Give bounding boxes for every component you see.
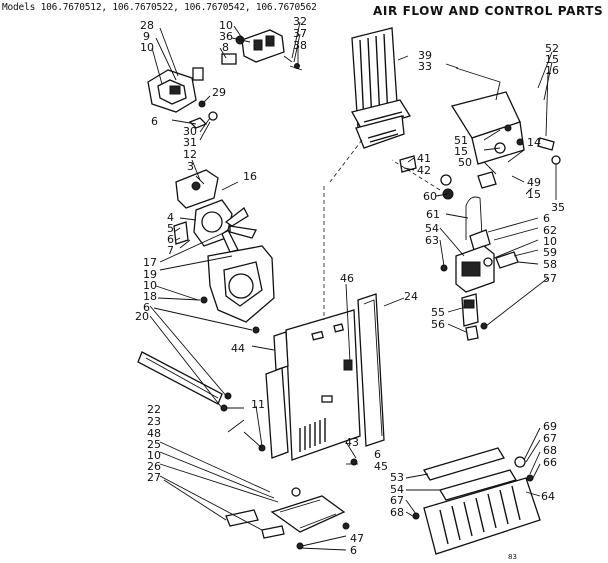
callout-58: 58 — [543, 258, 557, 271]
page-title: AIR FLOW AND CONTROL PARTS — [373, 4, 604, 18]
callout-50: 50 — [458, 156, 472, 169]
callout-17: 17 — [143, 256, 157, 269]
callout-68: 68 — [543, 444, 557, 457]
callout-64: 64 — [541, 490, 555, 503]
callout-37: 37 — [293, 27, 307, 40]
callout-49: 49 — [527, 176, 541, 189]
callout-57: 57 — [543, 272, 557, 285]
callout-30: 30 — [183, 125, 197, 138]
callout-33: 33 — [418, 60, 432, 73]
callout-15b: 15 — [454, 145, 468, 158]
callout-10b: 10 — [219, 19, 233, 32]
callout-25: 25 — [147, 438, 161, 451]
callout-67b: 67 — [390, 494, 404, 507]
callout-6f: 6 — [350, 544, 357, 557]
callout-8: 8 — [222, 41, 229, 54]
dashed-connectors — [323, 139, 441, 320]
callout-10: 10 — [140, 41, 154, 54]
damper-bracket — [399, 67, 561, 189]
callout-68b: 68 — [390, 506, 404, 519]
callout-24: 24 — [404, 290, 418, 303]
callout-32: 32 — [293, 15, 307, 28]
callout-6e: 6 — [374, 448, 381, 461]
control-panel — [258, 293, 385, 466]
callout-60: 60 — [423, 190, 437, 203]
callout-3: 3 — [187, 160, 194, 173]
callout-35: 35 — [551, 201, 565, 214]
leader-lines — [149, 21, 557, 551]
callout-6d: 6 — [143, 301, 150, 314]
vent-housing — [147, 67, 218, 129]
fan-motor-assembly — [173, 169, 275, 334]
callout-28: 28 — [140, 19, 154, 32]
callout-54b: 54 — [390, 483, 404, 496]
callout-22: 22 — [147, 403, 161, 416]
callout-12: 12 — [183, 148, 197, 161]
callout-11: 11 — [251, 398, 265, 411]
callout-67: 67 — [543, 432, 557, 445]
callout-10e: 10 — [147, 449, 161, 462]
control-box — [440, 188, 519, 341]
callout-15c: 15 — [527, 188, 541, 201]
callout-47: 47 — [350, 532, 364, 545]
callout-45: 45 — [374, 460, 388, 473]
callout-5: 5 — [167, 222, 174, 235]
callout-6b: 6 — [543, 212, 550, 225]
callout-63: 63 — [425, 234, 439, 247]
callout-6c: 6 — [167, 233, 174, 246]
callout-4: 4 — [167, 211, 174, 224]
lower-louver-assembly — [412, 447, 541, 555]
callout-69: 69 — [543, 420, 557, 433]
callout-51: 51 — [454, 134, 468, 147]
callout-14: 14 — [527, 136, 541, 149]
callout-52: 52 — [545, 42, 559, 55]
switch-assembly — [221, 29, 303, 71]
callout-18: 18 — [143, 290, 157, 303]
callout-23: 23 — [147, 415, 161, 428]
callout-42: 42 — [417, 164, 431, 177]
callout-66: 66 — [543, 456, 557, 469]
callout-20: 20 — [135, 310, 149, 323]
callout-48: 48 — [147, 427, 161, 440]
callout-16b: 16 — [243, 170, 257, 183]
callout-10d: 10 — [143, 279, 157, 292]
callout-43: 43 — [345, 436, 359, 449]
callout-46: 46 — [340, 272, 354, 285]
callout-62: 62 — [543, 224, 557, 237]
callout-56: 56 — [431, 318, 445, 331]
callout-55: 55 — [431, 306, 445, 319]
callout-61: 61 — [426, 208, 440, 221]
callout-38: 38 — [293, 39, 307, 52]
callout-16: 16 — [545, 64, 559, 77]
callout-7: 7 — [167, 244, 174, 257]
models-header: Models 106.7670512, 106.7670522, 106.767… — [2, 2, 317, 13]
callout-26: 26 — [147, 460, 161, 473]
callout-10c: 10 — [543, 235, 557, 248]
support-rail — [137, 351, 232, 412]
vertical-louver-panel — [351, 27, 412, 149]
callout-31: 31 — [183, 136, 197, 149]
callout-53: 53 — [390, 471, 404, 484]
callout-36: 36 — [219, 30, 233, 43]
page-number: 83 — [508, 553, 517, 561]
callout-39: 39 — [418, 49, 432, 62]
callout-44: 44 — [231, 342, 245, 355]
callout-41: 41 — [417, 152, 431, 165]
callout-59: 59 — [543, 246, 557, 259]
callouts: 28 9 10 10 36 8 32 37 38 39 33 52 15 16 … — [135, 15, 565, 557]
callout-6: 6 — [151, 115, 158, 128]
callout-9: 9 — [143, 30, 150, 43]
callout-27: 27 — [147, 471, 161, 484]
callout-19: 19 — [143, 268, 157, 281]
drain-tray — [225, 487, 350, 550]
parts-drawing — [137, 27, 561, 555]
callout-29: 29 — [212, 86, 226, 99]
callout-15: 15 — [545, 53, 559, 66]
callout-54: 54 — [425, 222, 439, 235]
